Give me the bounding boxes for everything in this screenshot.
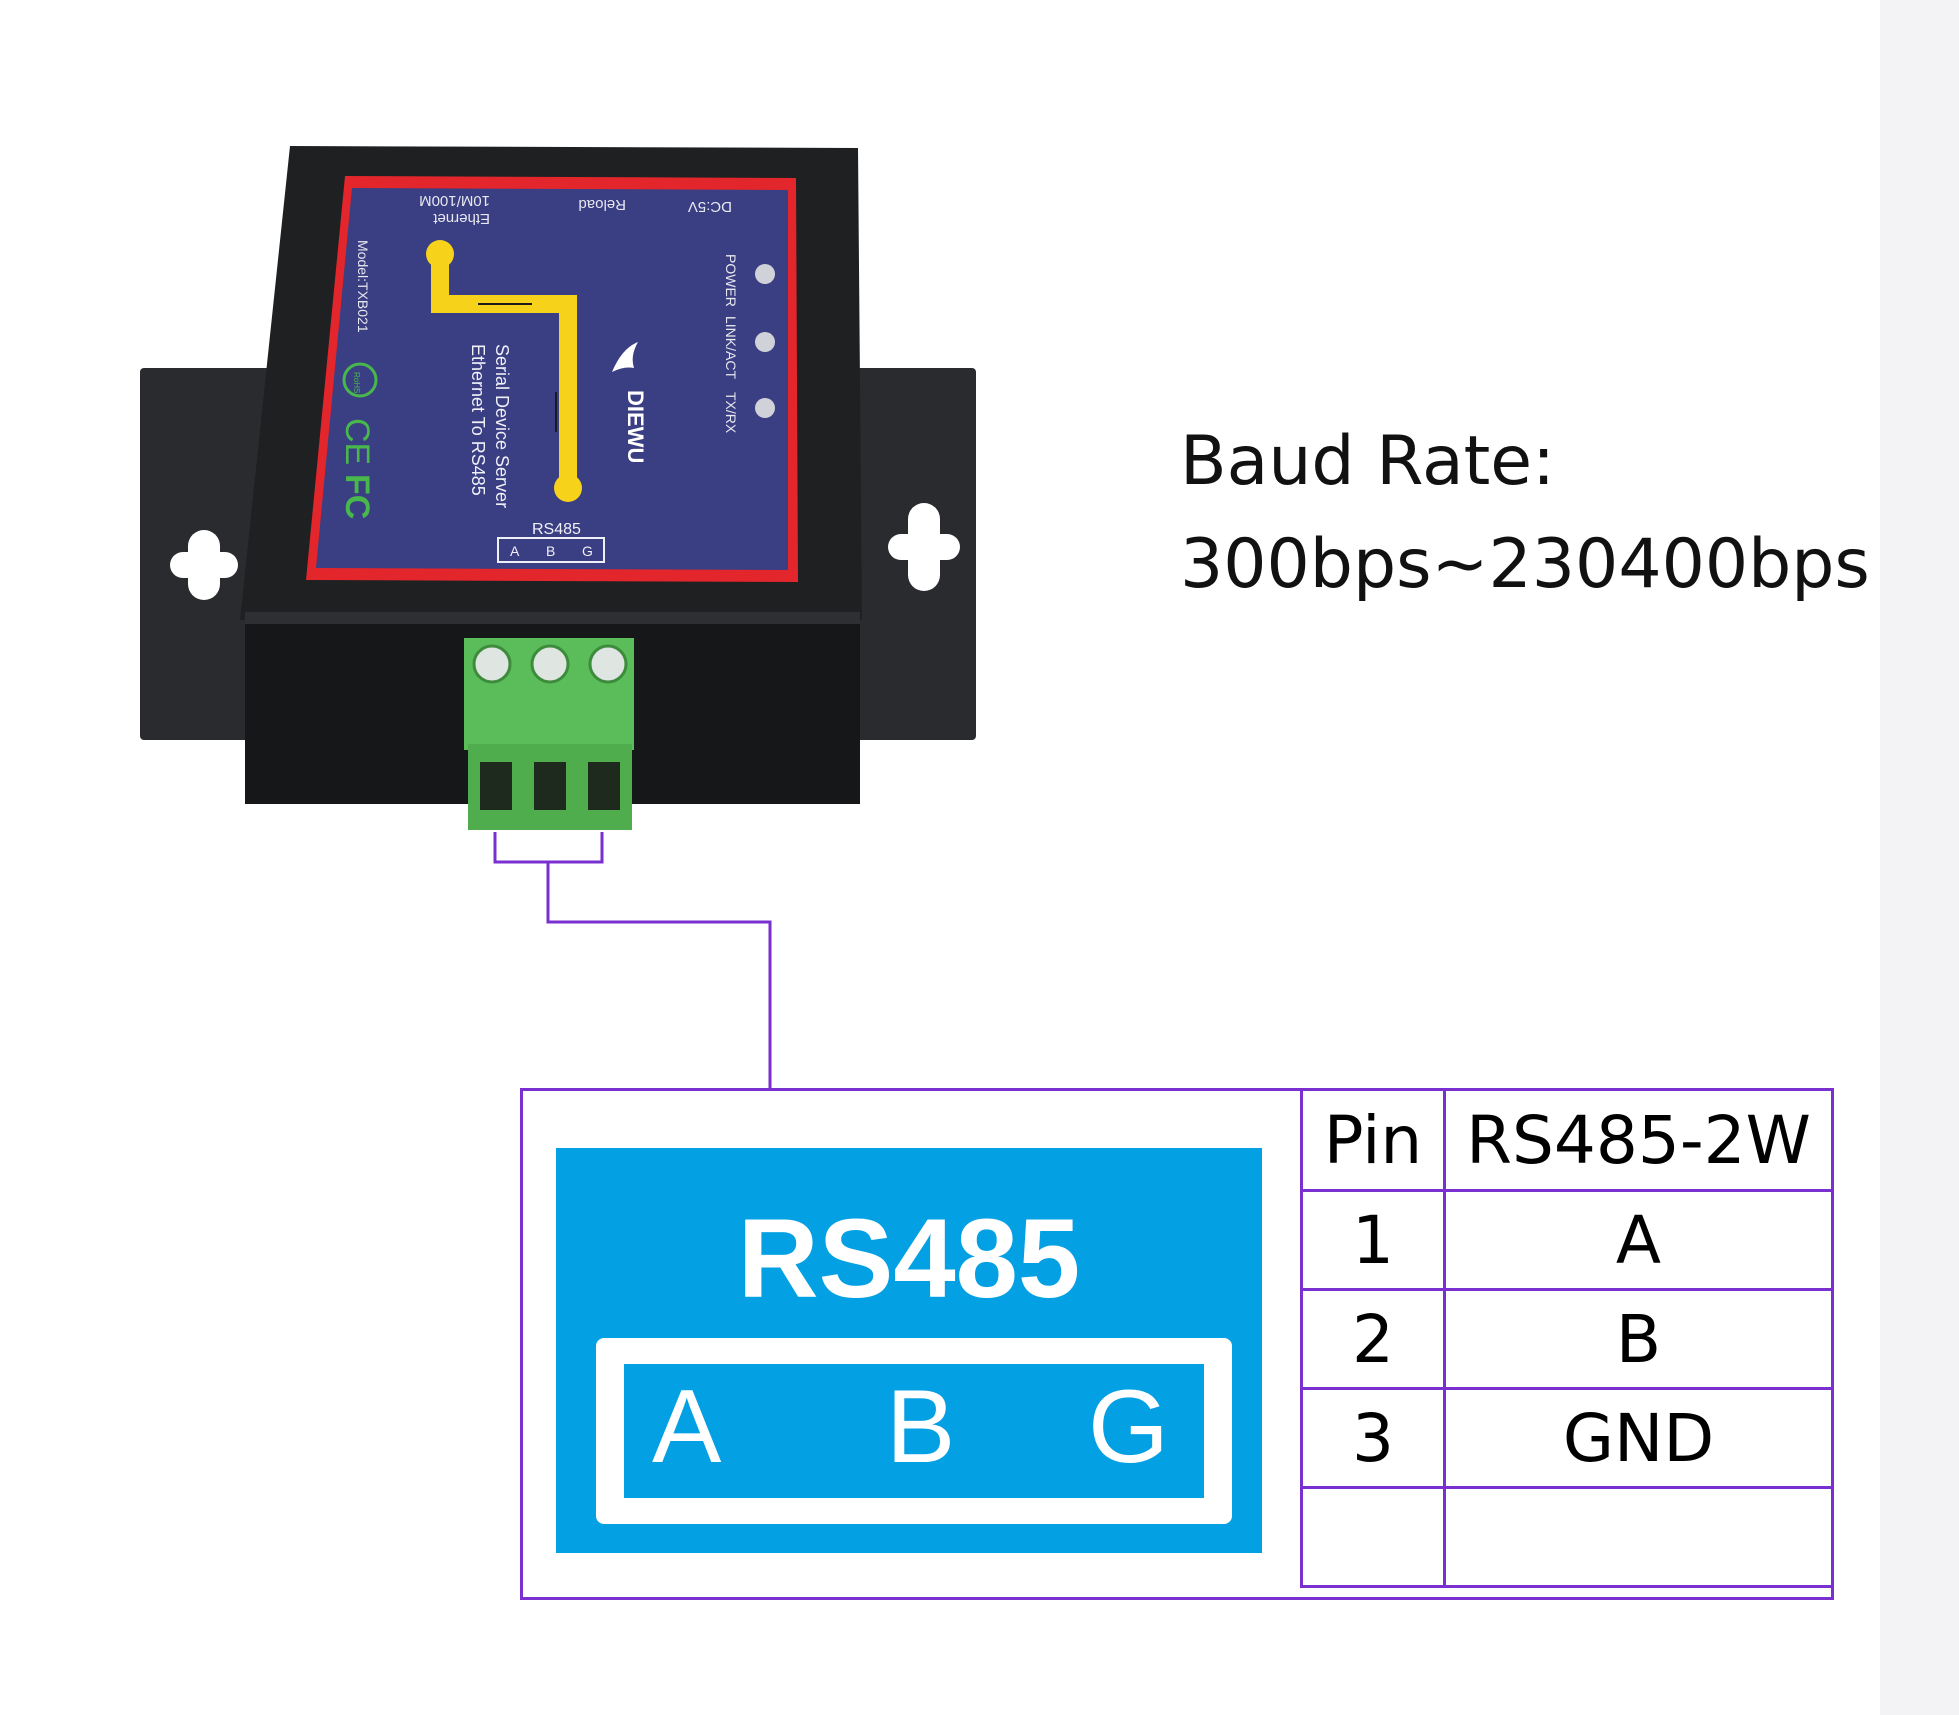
- table-cell-signal: [1443, 1486, 1834, 1588]
- port-label: RS485: [532, 521, 581, 538]
- label-dc: DC:5V: [688, 198, 732, 215]
- table-header-signal: RS485-2W: [1443, 1088, 1834, 1192]
- device-description-line2: Ethernet To RS485: [468, 344, 488, 496]
- table-cell-signal: A: [1443, 1189, 1834, 1291]
- baud-rate-title: Baud Rate:: [1180, 422, 1556, 501]
- power-led-icon: [755, 264, 775, 284]
- label-link-act: LINK/ACT: [723, 316, 739, 379]
- port-pin-b: B: [546, 543, 555, 559]
- terminal-screw-a-icon: [472, 644, 512, 684]
- pin-label-a: A: [652, 1369, 722, 1485]
- brand-logo-text: DIEWU: [623, 390, 648, 463]
- brand-logo-icon: [612, 342, 638, 372]
- table-row: 2 B: [1300, 1288, 1834, 1390]
- cert-fc: FC: [338, 474, 376, 519]
- terminal-screw-g-icon: [588, 644, 628, 684]
- cert-ce: CE: [338, 418, 376, 465]
- pin-label-b: B: [886, 1369, 956, 1485]
- rs485-panel: RS485 A B G: [556, 1148, 1262, 1553]
- table-cell-pin: [1300, 1486, 1446, 1588]
- table-cell-signal: GND: [1443, 1387, 1834, 1489]
- table-cell-pin: 3: [1300, 1387, 1446, 1489]
- table-row: 1 A: [1300, 1189, 1834, 1291]
- label-ethernet-speed: 10M/100M: [419, 192, 490, 209]
- device-model: Model:TXB021: [355, 240, 371, 333]
- port-pin-g: G: [582, 543, 593, 559]
- pin-strip: A B G: [596, 1338, 1232, 1524]
- baud-rate-range: 300bps~230400bps: [1180, 525, 1870, 604]
- table-cell-pin: 1: [1300, 1189, 1446, 1291]
- pinout-table: Pin RS485-2W 1 A 2 B 3 GND: [1300, 1088, 1834, 1588]
- label-reload: Reload: [578, 196, 626, 213]
- terminal-screw-b-icon: [530, 644, 570, 684]
- pin-label-g: G: [1088, 1369, 1169, 1485]
- table-header-pin: Pin: [1300, 1088, 1446, 1192]
- mounting-flange-left: [140, 368, 270, 740]
- rs485-panel-title: RS485: [737, 1196, 1081, 1321]
- device-top-label: DC:5V Reload 10M/100M Ethernet POWER LIN…: [306, 176, 798, 582]
- port-pin-a: A: [510, 543, 520, 559]
- table-header-row: Pin RS485-2W: [1300, 1088, 1834, 1192]
- table-cell-signal: B: [1443, 1288, 1834, 1390]
- pin-strip-inner: A B G: [624, 1364, 1204, 1498]
- table-row: [1300, 1486, 1834, 1588]
- table-row: 3 GND: [1300, 1387, 1834, 1489]
- background-strip: [1880, 0, 1959, 1715]
- connector-lines: [493, 832, 772, 1088]
- txrx-led-icon: [755, 398, 775, 418]
- link-led-icon: [755, 332, 775, 352]
- label-tx-rx: TX/RX: [723, 392, 739, 434]
- terminal-block: [464, 638, 634, 830]
- cert-rohs: RoHS: [352, 372, 361, 393]
- pinout-diagram-frame: [520, 1088, 1834, 1600]
- device-description-line1: Serial Device Server: [492, 344, 512, 508]
- label-ethernet: Ethernet: [432, 210, 490, 227]
- mounting-flange-right: [850, 368, 976, 740]
- rohs-mark-icon: [342, 362, 378, 398]
- label-power: POWER: [723, 254, 739, 307]
- table-cell-pin: 2: [1300, 1288, 1446, 1390]
